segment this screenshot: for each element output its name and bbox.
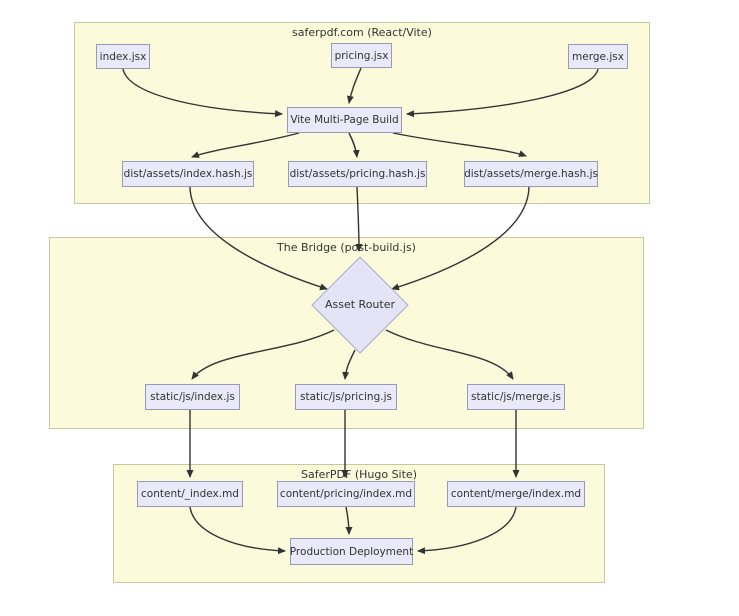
- node-content-merge: content/merge/index.md: [447, 481, 585, 507]
- edge-content-pricing-to-production: [345, 506, 353, 535]
- edge-asset-router-to-static-pricing: [342, 349, 356, 380]
- asset-router-diamond: [311, 256, 409, 354]
- cluster-react-vite-label: saferpdf.com (React/Vite): [292, 26, 432, 39]
- node-pricing-jsx: pricing.jsx: [331, 43, 392, 68]
- edge-vite-build-to-dist-pricing: [348, 132, 360, 158]
- edge-index-jsx-to-vite-build: [122, 68, 283, 118]
- node-static-pricing: static/js/pricing.js: [295, 384, 397, 410]
- node-dist-pricing: dist/assets/pricing.hash.js: [288, 161, 427, 187]
- node-dist-index: dist/assets/index.hash.js: [122, 161, 254, 187]
- node-content-pricing: content/pricing/index.md: [277, 481, 415, 507]
- node-asset-router-label: Asset Router: [324, 298, 396, 311]
- node-content-index: content/_index.md: [137, 481, 243, 507]
- node-merge-jsx: merge.jsx: [568, 44, 628, 69]
- edge-pricing-jsx-to-vite-build: [346, 67, 362, 104]
- node-static-index: static/js/index.js: [145, 384, 240, 410]
- cluster-bridge-label: The Bridge (post-build.js): [277, 241, 416, 254]
- edge-content-merge-to-production: [417, 506, 517, 555]
- node-vite-build: Vite Multi-Page Build: [287, 107, 402, 133]
- edge-asset-router-to-static-index: [191, 329, 335, 380]
- node-production: Production Deployment: [290, 538, 413, 565]
- edge-merge-jsx-to-vite-build: [406, 68, 599, 118]
- edge-dist-merge-to-asset-router: [391, 186, 530, 291]
- edge-content-index-to-production: [189, 506, 286, 555]
- node-index-jsx: index.jsx: [96, 44, 150, 69]
- edge-vite-build-to-dist-index: [191, 132, 300, 158]
- node-static-merge: static/js/merge.js: [467, 384, 565, 410]
- node-dist-merge: dist/assets/merge.hash.js: [464, 161, 598, 187]
- cluster-hugo-site-label: SaferPDF (Hugo Site): [301, 468, 417, 481]
- edge-asset-router-to-static-merge: [385, 329, 514, 380]
- edge-dist-index-to-asset-router: [189, 186, 328, 291]
- edge-vite-build-to-dist-merge: [392, 132, 527, 157]
- edge-dist-pricing-to-asset-router: [355, 186, 363, 252]
